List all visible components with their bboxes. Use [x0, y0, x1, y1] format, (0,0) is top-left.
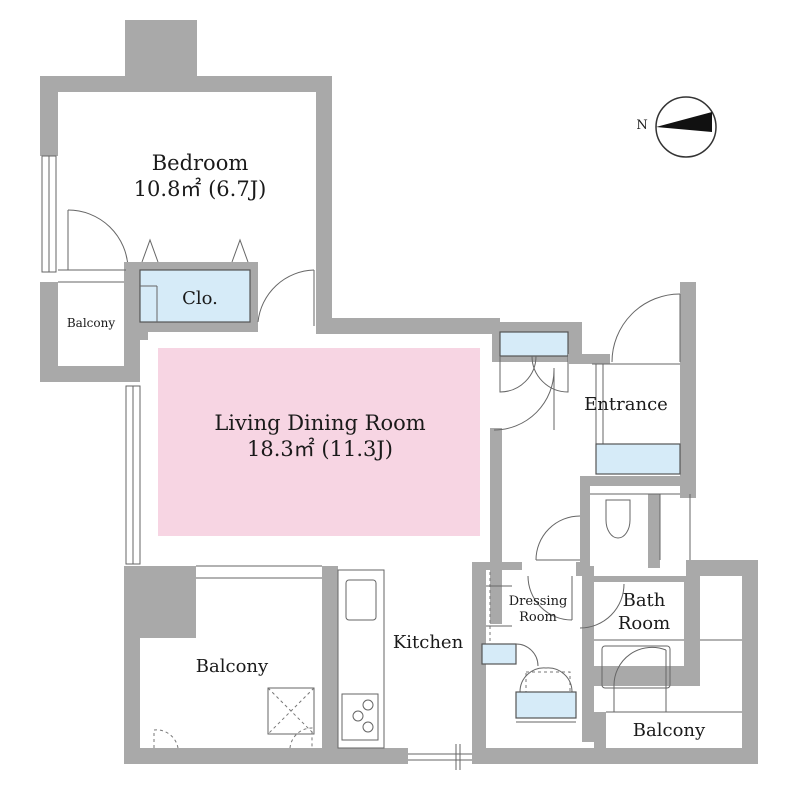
bedroom-area: 10.8㎡ (6.7J): [133, 177, 267, 202]
closet-door-right: [231, 238, 249, 263]
shoe-cabinet-fill: [595, 443, 681, 475]
room-label-kitchen: Kitchen: [392, 632, 464, 653]
wall-bath-right: [684, 576, 700, 666]
wall-entrance-bottom: [580, 476, 696, 486]
door-entrance: [611, 293, 681, 363]
toilet-icon: [605, 499, 631, 539]
washer-fill: [515, 691, 577, 719]
wall-balcony-right: [322, 566, 338, 762]
wall-bedroom-top: [40, 76, 332, 92]
wall-right-outer: [742, 560, 758, 760]
door-bedroom-living: [257, 269, 315, 323]
wall-living-topleft: [126, 324, 148, 340]
kitchen-counter: [337, 569, 385, 749]
balcony-drain-left: [153, 729, 179, 749]
door-storage-left: [499, 355, 537, 393]
wall-entrance-right: [680, 282, 696, 498]
wall-bedroom-left: [40, 76, 58, 156]
door-bedroom-balcony: [67, 209, 129, 269]
bath-name: Bath: [622, 590, 666, 611]
dressing-storage-fill: [481, 643, 517, 665]
room-label-entrance: Entrance: [584, 394, 668, 415]
door-living-hall: [493, 369, 555, 431]
door-bath: [579, 583, 625, 629]
room-label-bedroom: Bedroom 10.8㎡ (6.7J): [100, 150, 300, 203]
door-dressing: [527, 575, 573, 621]
wall-bath-bottom: [594, 666, 700, 686]
room-label-closet: Clo.: [182, 288, 218, 309]
wall-right-top: [686, 560, 758, 576]
sink-icon: [345, 579, 377, 621]
living-fill: [158, 348, 480, 536]
column-top: [125, 20, 197, 78]
closet-door-left: [141, 238, 159, 263]
room-label-living: Living Dining Room 18.3㎡ (11.3J): [160, 410, 480, 463]
wall-bath-left: [582, 566, 594, 742]
compass-label: N: [636, 118, 648, 133]
dressing-name2: Room: [519, 610, 557, 626]
wall-toilet-left: [580, 476, 590, 572]
room-label-balcony-large: Balcony: [195, 656, 269, 677]
wall-living-top: [316, 318, 500, 334]
wall-bottom: [124, 748, 408, 764]
room-label-balcony-small: Balcony: [66, 316, 116, 330]
bathtub: [601, 645, 671, 689]
wall-bedroom-right: [316, 76, 332, 326]
door-toilet: [535, 515, 581, 561]
bath-name2: Room: [617, 612, 671, 634]
door-dressing-cabinet: [515, 643, 539, 667]
room-label-dressing: Dressing Room: [496, 594, 580, 627]
wall-entrance-top: [568, 354, 610, 364]
room-label-bath: Bath Room: [596, 590, 692, 635]
storage-top-fill: [499, 331, 569, 357]
dressing-name: Dressing: [508, 594, 568, 609]
bedroom-name: Bedroom: [151, 151, 249, 175]
wall-bottom-right: [472, 748, 758, 764]
door-washer: [519, 667, 573, 693]
wall-toilet-right: [648, 494, 660, 568]
wall-living-right: [490, 428, 502, 624]
wall-balcony-small-bottom: [40, 366, 138, 382]
north-arrow-icon: [655, 96, 717, 158]
room-label-balcony-bath: Balcony: [632, 720, 706, 741]
wall-dressing-topright: [576, 562, 586, 576]
wall-balcony-left: [124, 566, 140, 762]
wall-dressing-top: [472, 562, 522, 570]
closet-fill: [139, 269, 251, 323]
stove-icon: [341, 693, 379, 741]
balcony-drain-right: [289, 727, 313, 749]
wall-dressing-left: [472, 562, 486, 762]
door-bath-balcony: [613, 646, 667, 712]
living-area: 18.3㎡ (11.3J): [247, 437, 393, 462]
door-storage-right: [531, 355, 569, 393]
hatch: [267, 687, 315, 735]
living-name: Living Dining Room: [214, 411, 426, 435]
wall-bath-top: [584, 576, 686, 582]
wall-balcony-small-left: [40, 282, 58, 382]
